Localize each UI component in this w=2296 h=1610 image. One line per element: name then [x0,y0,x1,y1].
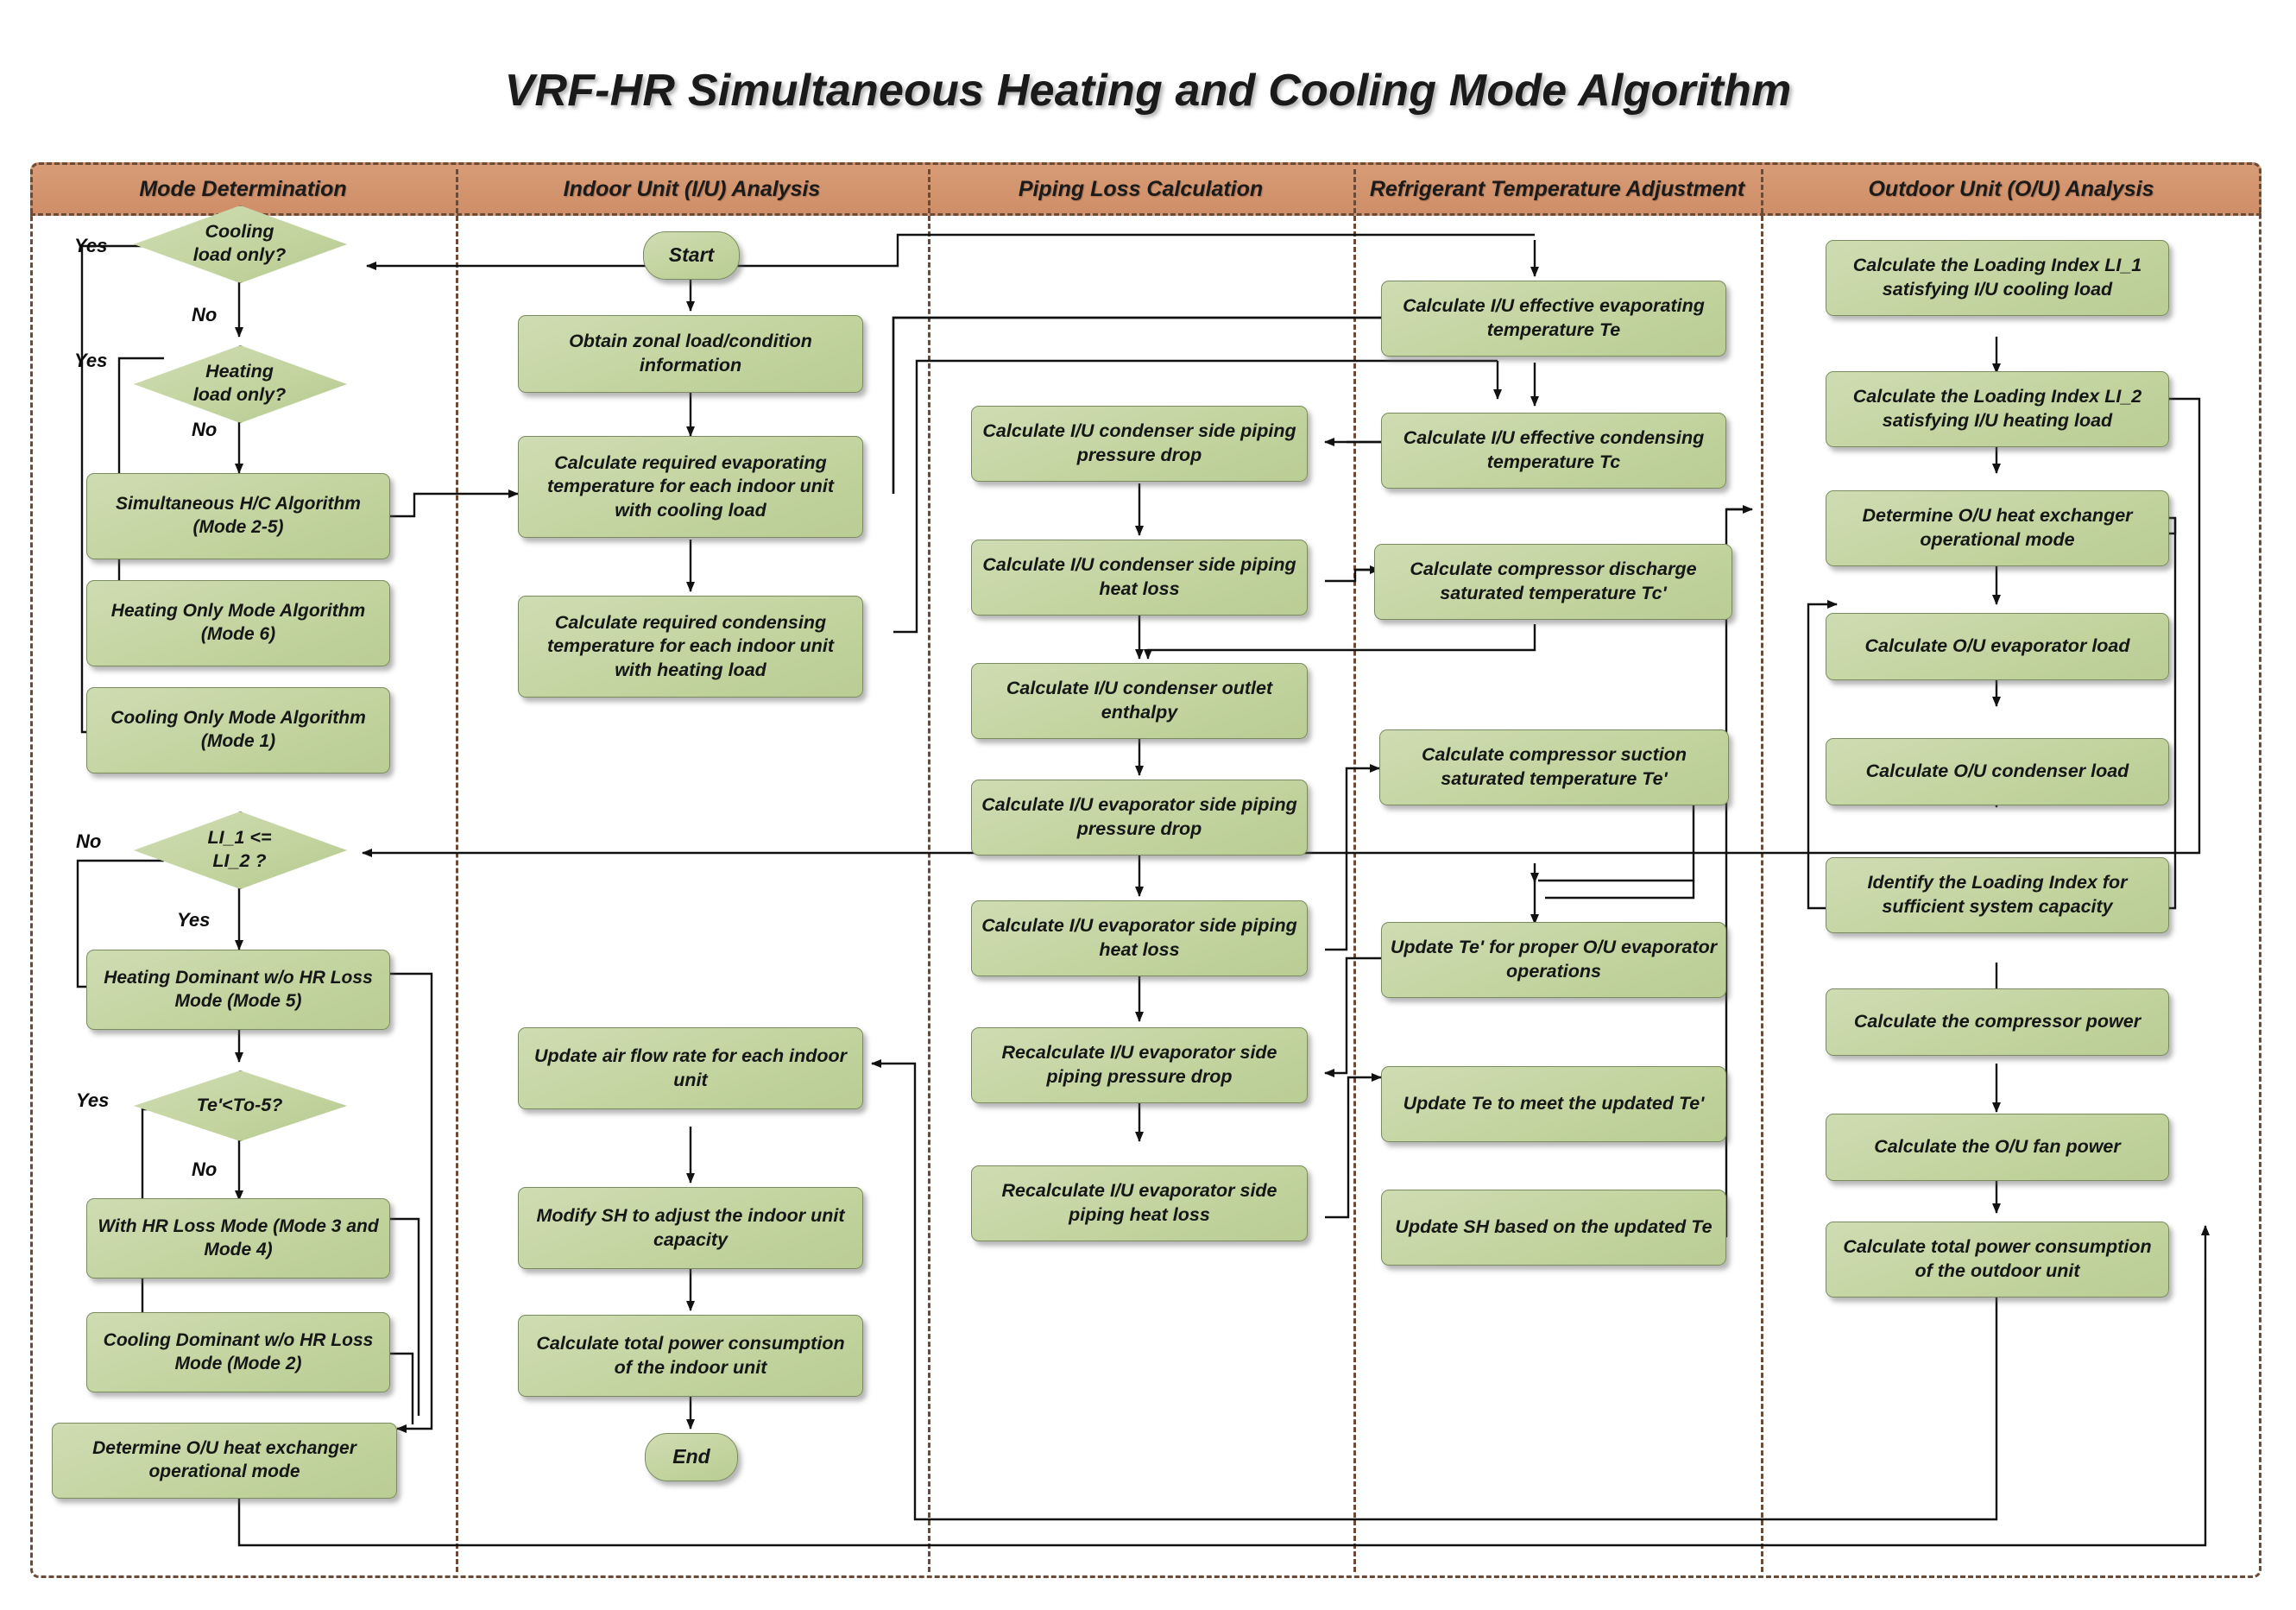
node-heating-dominant-mode5[interactable]: Heating Dominant w/o HR Loss Mode (Mode … [86,950,390,1030]
node-iu-condenser-outlet-enthalpy[interactable]: Calculate I/U condenser outlet enthalpy [971,663,1308,739]
decision-li1-le-li2[interactable]: LI_1 <= LI_2 ? [134,811,347,889]
decision-line-1: Heating [205,361,274,382]
node-required-evaporating-temperature[interactable]: Calculate required evaporating temperatu… [518,436,863,538]
node-heating-only-mode[interactable]: Heating Only Mode Algorithm (Mode 6) [86,580,390,666]
node-compressor-suction-saturated-temperature[interactable]: Calculate compressor suction saturated t… [1379,729,1729,805]
decision-heating-load-only-label: Heating load only? [193,360,287,407]
node-iu-condenser-side-heat-loss[interactable]: Calculate I/U condenser side piping heat… [971,540,1308,616]
lane-divider-3 [1353,169,1356,1572]
swimlane-header-band [30,162,2261,216]
node-iu-evaporator-side-pressure-drop[interactable]: Calculate I/U evaporator side piping pre… [971,780,1308,856]
decision-line-1: Cooling [205,221,274,243]
node-update-air-flow-rate[interactable]: Update air flow rate for each indoor uni… [518,1027,863,1109]
node-cooling-only-mode[interactable]: Cooling Only Mode Algorithm (Mode 1) [86,687,390,773]
node-update-tep-for-ou-evaporator[interactable]: Update Te' for proper O/U evaporator ope… [1381,922,1726,998]
label-heating-yes: Yes [74,350,108,371]
node-compressor-power[interactable]: Calculate the compressor power [1826,988,2169,1056]
node-with-hr-loss-mode[interactable]: With HR Loss Mode (Mode 3 and Mode 4) [86,1198,390,1279]
page-title: VRF-HR Simultaneous Heating and Cooling … [504,66,1792,116]
node-iu-condenser-side-pressure-drop[interactable]: Calculate I/U condenser side piping pres… [971,406,1308,482]
lane-divider-4 [1761,169,1763,1572]
lane-title-outdoor-unit-analysis: Outdoor Unit (O/U) Analysis [1868,177,2154,201]
node-determine-ou-hx-mode-lane1[interactable]: Determine O/U heat exchanger operational… [52,1423,397,1499]
node-ou-fan-power[interactable]: Calculate the O/U fan power [1826,1114,2169,1181]
lane-title-mode-determination: Mode Determination [139,177,347,201]
label-heating-no: No [192,419,218,440]
node-end[interactable]: End [645,1433,738,1481]
lane-title-piping-loss-calculation: Piping Loss Calculation [1018,177,1264,201]
decision-line-2: LI_2 ? [212,850,267,871]
node-recalculate-evaporator-pressure-drop[interactable]: Recalculate I/U evaporator side piping p… [971,1027,1308,1103]
node-loading-index-li1-cooling[interactable]: Calculate the Loading Index LI_1 satisfy… [1826,240,2169,316]
decision-line-2: load only? [192,244,287,265]
node-total-power-indoor-unit[interactable]: Calculate total power consumption of the… [518,1315,863,1397]
node-compressor-discharge-saturated-temperature[interactable]: Calculate compressor discharge saturated… [1374,544,1732,620]
node-update-te-to-meet-tep[interactable]: Update Te to meet the updated Te' [1381,1066,1726,1142]
lane-title-indoor-unit-analysis: Indoor Unit (I/U) Analysis [563,177,821,201]
node-determine-ou-hx-operational-mode[interactable]: Determine O/U heat exchanger operational… [1826,490,2169,566]
node-cooling-dominant-mode2[interactable]: Cooling Dominant w/o HR Loss Mode (Mode … [86,1312,390,1392]
node-identify-loading-index-capacity[interactable]: Identify the Loading Index for sufficien… [1826,857,2169,933]
label-te-no: No [192,1159,218,1180]
node-recalculate-evaporator-heat-loss[interactable]: Recalculate I/U evaporator side piping h… [971,1165,1308,1241]
label-li-yes: Yes [177,909,211,931]
decision-li-label: LI_1 <= LI_2 ? [207,826,271,873]
node-update-sh-based-on-te[interactable]: Update SH based on the updated Te [1381,1190,1726,1266]
label-cooling-no: No [192,304,218,325]
decision-line-2: load only? [192,384,287,405]
node-obtain-zonal-load[interactable]: Obtain zonal load/condition information [518,315,863,393]
node-iu-effective-condensing-temperature[interactable]: Calculate I/U effective condensing tempe… [1381,413,1726,489]
lane-title-refrigerant-temperature-adjustment: Refrigerant Temperature Adjustment [1369,177,1745,201]
node-start[interactable]: Start [643,231,740,280]
lane-divider-2 [928,169,930,1572]
node-modify-sh[interactable]: Modify SH to adjust the indoor unit capa… [518,1187,863,1269]
node-iu-evaporator-side-heat-loss[interactable]: Calculate I/U evaporator side piping hea… [971,900,1308,976]
decision-te-lt-to-minus-5[interactable]: Te'<To-5? [134,1070,347,1141]
decision-te-label: Te'<To-5? [196,1094,283,1115]
lane-divider-1 [456,169,458,1572]
node-simultaneous-hc-algorithm[interactable]: Simultaneous H/C Algorithm (Mode 2-5) [86,473,390,559]
decision-cooling-load-only[interactable]: Cooling load only? [134,205,347,283]
node-ou-evaporator-load[interactable]: Calculate O/U evaporator load [1826,613,2169,680]
label-te-yes: Yes [76,1089,110,1111]
label-cooling-yes: Yes [74,235,108,256]
decision-cooling-load-only-label: Cooling load only? [193,220,287,267]
decision-heating-load-only[interactable]: Heating load only? [134,345,347,423]
node-iu-effective-evaporating-temperature[interactable]: Calculate I/U effective evaporating temp… [1381,281,1726,357]
node-required-condensing-temperature[interactable]: Calculate required condensing temperatur… [518,596,863,698]
node-total-power-outdoor-unit[interactable]: Calculate total power consumption of the… [1826,1222,2169,1297]
label-li-no: No [76,830,102,852]
node-loading-index-li2-heating[interactable]: Calculate the Loading Index LI_2 satisfy… [1826,371,2169,447]
decision-line-1: LI_1 <= [207,827,272,849]
node-ou-condenser-load[interactable]: Calculate O/U condenser load [1826,738,2169,805]
